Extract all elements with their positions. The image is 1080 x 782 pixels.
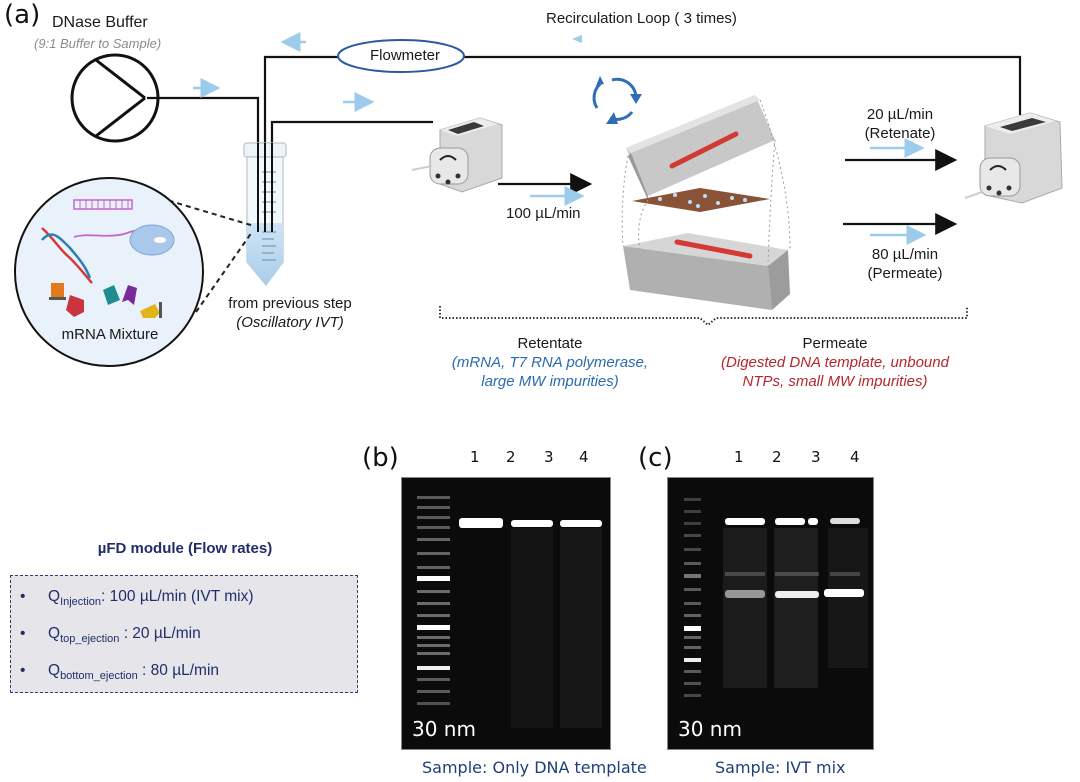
tube-caption-line2: (Oscillatory IVT) — [236, 314, 344, 331]
panel-a-label: (a) — [4, 0, 41, 30]
lane-number: 4 — [850, 448, 860, 466]
mrna-mixture-label: mRNA Mixture — [61, 326, 159, 343]
zoom-line-top — [159, 197, 255, 227]
bullet: • — [20, 662, 26, 679]
flow-rate-item: • Qbottom_ejection : 80 µL/min — [20, 662, 219, 682]
flow-symbol: Q — [48, 625, 61, 642]
gel-c-caption: Sample: IVT mix — [715, 758, 846, 777]
falcon-tube-icon — [243, 142, 287, 286]
flow-rate-item: • QInjection: 100 µL/min (IVT mix) — [20, 588, 254, 608]
output-brace — [439, 306, 968, 327]
mrna-mixture-icon — [14, 177, 204, 367]
bullet: • — [20, 625, 26, 642]
dnase-buffer-subtitle: (9:1 Buffer to Sample) — [34, 36, 162, 51]
retenate-rate-value: 20 µL/min — [866, 106, 934, 123]
gel-image-c: 30 nm — [667, 477, 874, 750]
permeate-desc-line1: (Digested DNA template, unbound — [721, 354, 949, 371]
lane-number: 3 — [544, 448, 554, 466]
flow-value: : 100 µL/min (IVT mix) — [101, 588, 254, 605]
permeate-rate-label: (Permeate) — [867, 265, 943, 282]
flow-symbol: Q — [48, 662, 61, 679]
recirculation-label: Recirculation Loop ( 3 times) — [546, 10, 737, 27]
bullet: • — [20, 588, 26, 605]
flow-subscript: top_ejection — [60, 633, 120, 646]
flow-rate-item: • Qtop_ejection : 20 µL/min — [20, 625, 201, 645]
permeate-title: Permeate — [802, 335, 868, 352]
gel-c-bands — [684, 498, 868, 697]
peristaltic-pump-1-icon — [411, 117, 503, 193]
retenate-rate-label: (Retenate) — [864, 125, 936, 142]
dnase-pump-icon — [70, 53, 160, 143]
lane-number: 2 — [772, 448, 782, 466]
flow-symbol: Q — [48, 588, 61, 605]
gel-c-scale: 30 nm — [678, 717, 742, 741]
gel-b-caption: Sample: Only DNA template — [422, 758, 647, 777]
flow-subscript: bottom_ejection — [60, 670, 138, 683]
flow-subscript: Injection — [60, 596, 102, 609]
flow-rates-title: µFD module (Flow rates) — [97, 540, 273, 557]
flowmeter-icon — [337, 39, 465, 73]
peristaltic-pump-2-icon — [964, 112, 1063, 204]
flow-rates-box — [10, 575, 358, 693]
permeate-rate-value: 80 µL/min — [871, 246, 939, 263]
permeate-desc-line2: NTPs, small MW impurities) — [742, 373, 928, 390]
tube-caption-line1: from previous step — [228, 295, 352, 312]
gel-b-scale: 30 nm — [412, 717, 476, 741]
lane-number: 2 — [506, 448, 516, 466]
lane-number: 3 — [811, 448, 821, 466]
zoom-line-bottom — [195, 231, 253, 313]
retentate-title: Retentate — [517, 335, 583, 352]
flow-value: : 20 µL/min — [119, 625, 201, 642]
dnase-buffer-title: DNase Buffer — [52, 14, 148, 31]
gel-b-bands — [417, 496, 602, 728]
process-diagram — [14, 32, 1063, 367]
retentate-desc-line1: (mRNA, T7 RNA polymerase, — [451, 354, 649, 371]
injection-rate-label: 100 µL/min — [506, 205, 581, 222]
lane-number: 1 — [734, 448, 744, 466]
gel-image-b: 30 nm — [401, 477, 611, 750]
injection-line — [270, 120, 433, 232]
retentate-desc-line2: large MW impurities) — [481, 373, 619, 390]
flowmeter-label: Flowmeter — [370, 47, 441, 64]
lane-number: 1 — [470, 448, 480, 466]
lane-number: 4 — [579, 448, 589, 466]
panel-b-label: (b) — [362, 443, 399, 473]
flow-value: : 80 µL/min — [137, 662, 220, 679]
rotation-icon — [592, 77, 638, 121]
ufd-module-icon — [621, 95, 791, 310]
panel-c-label: (c) — [638, 443, 673, 473]
